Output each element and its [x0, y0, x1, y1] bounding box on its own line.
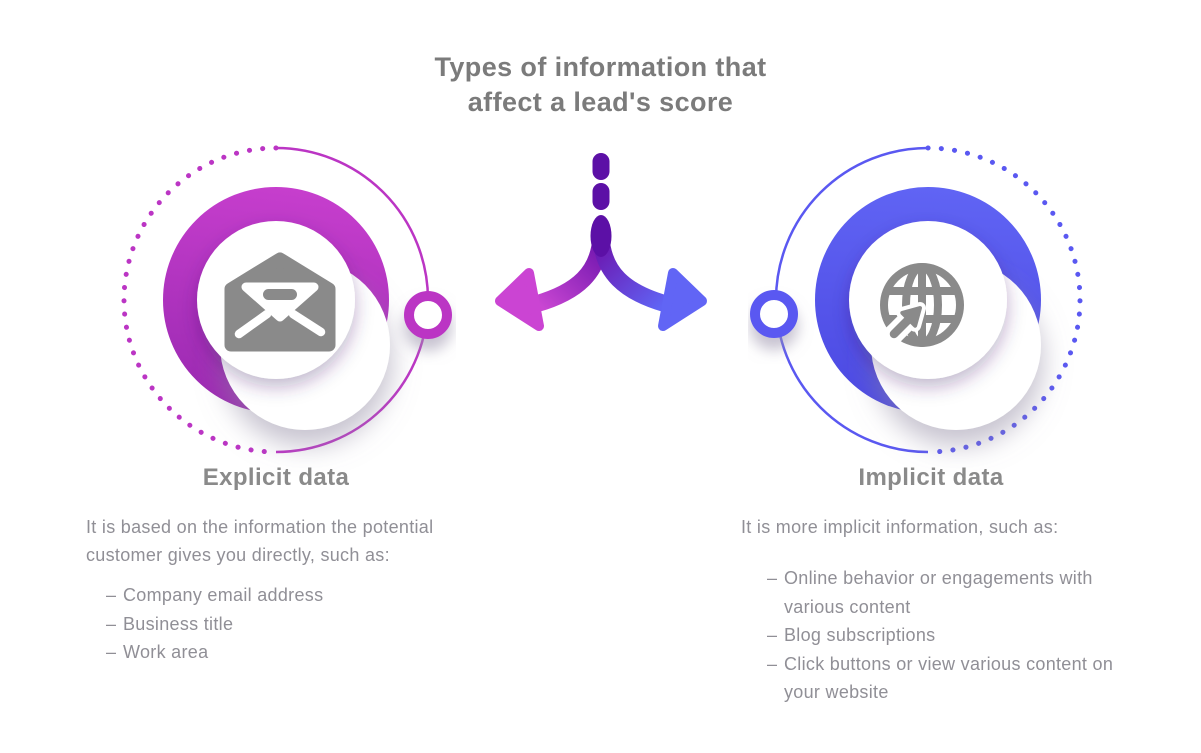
list-item-text: Blog subscriptions: [784, 625, 936, 645]
arrow-right-head: [658, 268, 707, 331]
diagram-title: Types of information that affect a lead'…: [0, 50, 1201, 120]
explicit-data-list: – Company email address – Business title…: [86, 581, 466, 667]
globe-cursor-icon: [880, 263, 964, 347]
diagram-title-line1: Types of information that: [434, 52, 767, 82]
list-item: – Click buttons or view various content …: [767, 650, 1114, 707]
list-item-text: Work area: [123, 642, 209, 662]
diagram-title-line2: affect a lead's score: [467, 87, 734, 117]
list-item: – Company email address: [106, 581, 466, 610]
list-item: – Work area: [106, 638, 466, 667]
split-arrows: [495, 153, 707, 331]
dash-teardrop: [590, 215, 612, 257]
bullet-dash: –: [106, 613, 117, 634]
bullet-dash: –: [106, 585, 117, 605]
implicit-data-list: – Online behavior or engagements with va…: [741, 564, 1176, 707]
dotted-orbit-arc: [925, 145, 1083, 455]
list-item: – Business title: [106, 610, 466, 639]
bullet-dash: –: [767, 568, 778, 588]
inner-white-disc: [849, 221, 1007, 379]
arrow-right-shaft: [592, 228, 675, 313]
orbit-satellite-dot: [750, 290, 798, 338]
explicit-data-description: It is based on the information the poten…: [86, 517, 434, 565]
implicit-data-orbit-graphic: [750, 145, 1083, 455]
explicit-data-section: Explicit data It is based on the informa…: [86, 464, 466, 667]
open-envelope-icon: [224, 252, 336, 352]
implicit-data-heading: Implicit data: [858, 464, 1004, 491]
list-item-text: Online behavior or engagements with vari…: [784, 568, 1093, 617]
orbit-satellite-dot: [404, 291, 452, 339]
list-item-text: Click buttons or view various content on…: [784, 653, 1114, 703]
bullet-dash: –: [767, 625, 778, 645]
implicit-data-section: Implicit data It is more implicit inform…: [741, 464, 1176, 707]
bullet-dash: –: [767, 653, 778, 674]
list-item-text: Business title: [123, 613, 234, 634]
explicit-data-heading: Explicit data: [202, 464, 350, 491]
list-item-text: Company email address: [123, 585, 324, 605]
list-item: – Online behavior or engagements with va…: [767, 564, 1114, 621]
dotted-orbit-arc: [121, 145, 279, 455]
list-item: – Blog subscriptions: [767, 621, 1114, 650]
arrow-left-shaft: [527, 228, 610, 313]
explicit-data-orbit-graphic: [121, 145, 452, 455]
bullet-dash: –: [106, 642, 117, 662]
implicit-data-description: It is more implicit information, such as…: [741, 517, 1059, 537]
arrow-left-head: [495, 268, 544, 331]
